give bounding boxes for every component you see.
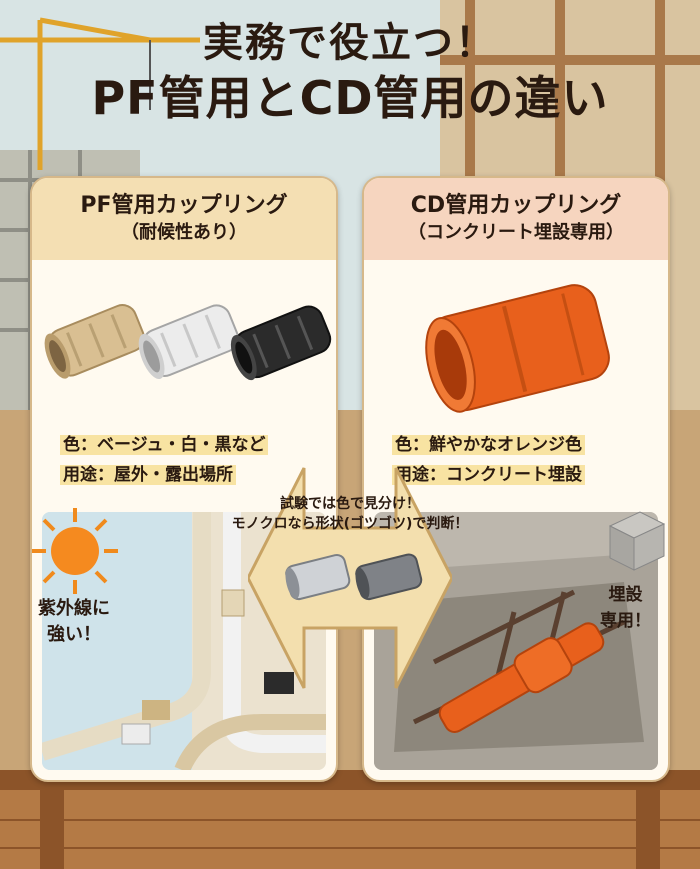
cd-panel-header: CD管用カップリング （コンクリート埋設専用） xyxy=(364,178,668,260)
buried-callout: 埋設 専用！ xyxy=(600,585,651,631)
cd-info: 色：鮮やかなオレンジ色 用途：コンクリート埋設 xyxy=(364,430,668,490)
pf-panel-heading: PF管用カップリング xyxy=(80,193,288,218)
pf-couplings-image xyxy=(44,304,332,381)
pf-color-line: 色：ベージュ・白・黒など xyxy=(60,430,336,460)
cd-coupling-image xyxy=(425,284,610,413)
tip-line-2: モノクロなら形状(ゴツゴツ)で判断！ xyxy=(231,516,469,532)
pf-panel-header: PF管用カップリング （耐候性あり） xyxy=(32,178,336,260)
cd-color-line: 色：鮮やかなオレンジ色 xyxy=(392,430,668,460)
pf-panel-subheading: （耐候性あり） xyxy=(121,222,247,243)
cd-panel-heading: CD管用カップリング xyxy=(410,193,622,218)
title-line-1: 実務で役立つ！ xyxy=(203,20,497,66)
pf-use-line: 用途：屋外・露出場所 xyxy=(60,460,336,490)
uv-callout: 紫外線に 強い！ xyxy=(38,598,110,645)
cd-panel-subheading: （コンクリート埋設専用） xyxy=(408,222,624,243)
sun-icon xyxy=(32,508,118,594)
concrete-block-icon xyxy=(608,511,666,571)
double-arrow-icon xyxy=(248,467,452,689)
identification-tip: 試験では色で見分け！ モノクロなら形状(ゴツゴツ)で判断！ xyxy=(180,494,520,534)
cd-coupling-panel: CD管用カップリング （コンクリート埋設専用） 色：鮮やかなオレンジ色 用途：コ… xyxy=(362,176,670,782)
cd-concrete-scene xyxy=(374,512,658,770)
pf-info: 色：ベージュ・白・黒など 用途：屋外・露出場所 xyxy=(32,430,336,490)
title-line-2: PF管用とCD管用の違い xyxy=(91,71,609,125)
cd-use-line: 用途：コンクリート埋設 xyxy=(392,460,668,490)
tip-line-1: 試験では色で見分け！ xyxy=(280,496,420,512)
title-block: 実務で役立つ！ PF管用とCD管用の違い xyxy=(0,18,700,128)
